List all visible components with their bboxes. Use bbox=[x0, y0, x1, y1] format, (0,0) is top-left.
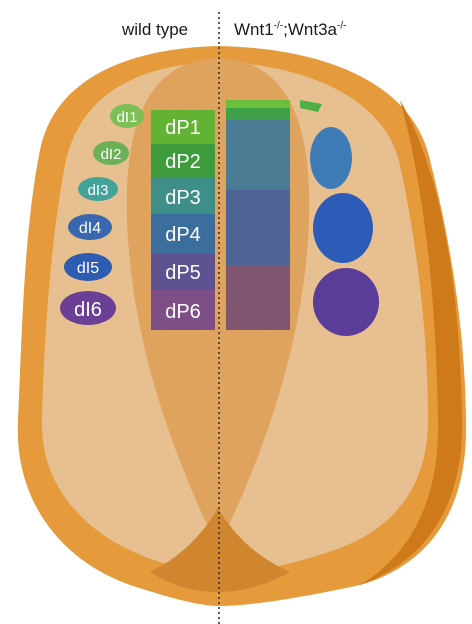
mutant-oval-middle bbox=[313, 193, 373, 263]
di4-label: dI4 bbox=[79, 220, 101, 237]
dp2-label: dP2 bbox=[165, 151, 201, 173]
di6-label: dI6 bbox=[74, 299, 102, 321]
dp1-label: dP1 bbox=[165, 117, 201, 139]
mutant-dp5-domain bbox=[226, 266, 290, 330]
di2-label: dI2 bbox=[101, 146, 122, 163]
mutant-dp2-domain bbox=[226, 108, 290, 120]
di5-label: dI5 bbox=[77, 260, 99, 277]
dp4-label: dP4 bbox=[165, 224, 201, 246]
dp3-label: dP3 bbox=[165, 187, 201, 209]
wild-type-dp-domains: dP1 dP2 dP3 dP4 dP5 dP6 bbox=[151, 110, 215, 330]
mutant-dp3-domain bbox=[226, 120, 290, 190]
di3-label: dI3 bbox=[88, 182, 109, 199]
di1-label: dI1 bbox=[117, 109, 138, 126]
mutant-oval-lower bbox=[313, 268, 379, 336]
mutant-dp4-domain bbox=[226, 190, 290, 266]
mutant-dp1-domain bbox=[226, 100, 290, 108]
dp6-label: dP6 bbox=[165, 301, 201, 323]
dp5-label: dP5 bbox=[165, 262, 201, 284]
mutant-oval-upper bbox=[310, 127, 352, 189]
